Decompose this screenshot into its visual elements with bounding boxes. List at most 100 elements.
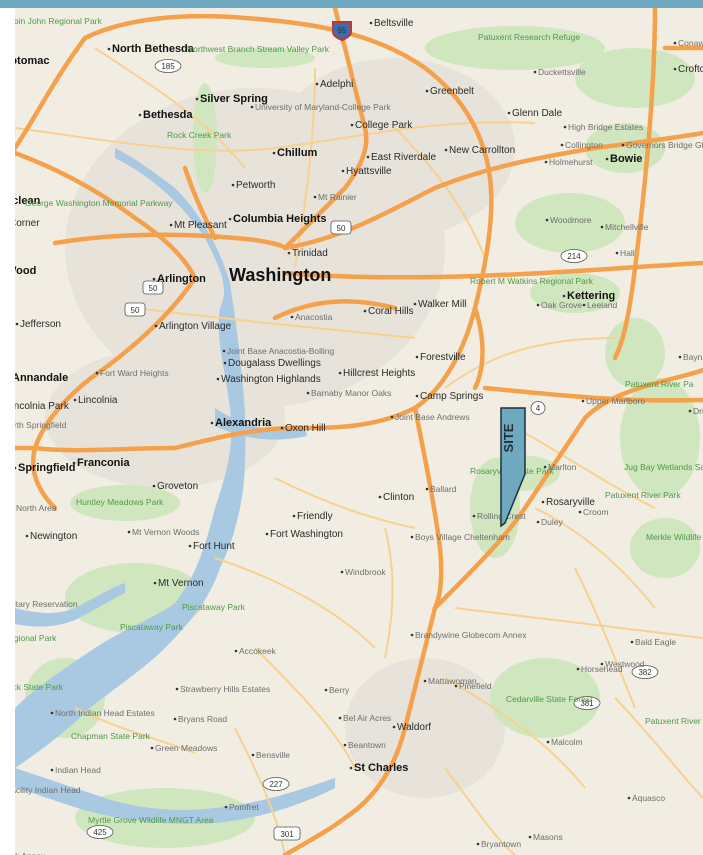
place-dot — [154, 324, 158, 328]
place-dot — [290, 315, 294, 319]
place-dot — [210, 421, 214, 425]
place-dot — [72, 461, 76, 465]
place-label: Patuxent River Park — [605, 490, 681, 500]
place-label: Chapman State Park — [71, 731, 151, 741]
place-dot — [188, 544, 192, 548]
place-dot — [150, 746, 154, 750]
place-dot — [138, 113, 142, 117]
place-dot — [528, 835, 532, 839]
place-label: Kettering — [567, 290, 615, 302]
place-label: Mt Pleasant — [174, 220, 227, 231]
place-dot — [173, 717, 177, 721]
place-label: Oak Grove — [541, 300, 582, 310]
site-marker[interactable]: SITE — [500, 407, 526, 528]
place-label: North Bethesda — [112, 43, 195, 55]
place-label: Windbrook — [345, 567, 386, 577]
place-label: Petworth — [236, 180, 275, 191]
place-dot — [350, 123, 354, 127]
place-label: Regional Park — [15, 633, 57, 643]
place-label: Dru — [693, 406, 703, 416]
place-dot — [195, 97, 199, 101]
place-label: Military Reservation — [15, 599, 78, 609]
place-label: Joint Base Anacostia-Bolling — [227, 346, 335, 356]
place-label: Robert M Watkins Regional Park — [470, 276, 594, 286]
place-label: Greenbelt — [430, 86, 474, 97]
place-dot — [545, 218, 549, 222]
route-shield: 425 — [86, 825, 114, 839]
local-roads — [15, 47, 703, 855]
place-dot — [605, 157, 609, 161]
place-label: Barnaby Manor Oaks — [311, 388, 391, 398]
route-shield: 4 — [530, 401, 546, 415]
place-dot — [546, 740, 550, 744]
place-label: Bryantown — [481, 839, 521, 849]
route-number: 50 — [131, 306, 140, 315]
place-label: Duley — [541, 517, 563, 527]
place-dot — [313, 195, 317, 199]
place-label: Jug Bay Wetlands Sa — [624, 462, 703, 472]
place-dot — [95, 371, 99, 375]
route-shield: 50 — [330, 220, 352, 235]
place-label: Rosaryville — [546, 497, 595, 508]
place-label: Cedarville State Forest — [506, 694, 593, 704]
place-label: Ballard — [430, 484, 457, 494]
place-dot — [175, 687, 179, 691]
place-label: Upper Marlboro — [586, 396, 645, 406]
route-shield: 301 — [273, 826, 301, 841]
place-dot — [127, 530, 131, 534]
place-label: Jefferson — [20, 319, 61, 330]
place-dot — [338, 716, 342, 720]
place-dot — [533, 70, 537, 74]
site-label: SITE — [501, 423, 516, 452]
place-dot — [234, 649, 238, 653]
place-dot — [536, 520, 540, 524]
site-pennant[interactable] — [500, 407, 526, 528]
place-label: George Washington Memorial Parkway — [25, 198, 173, 208]
place-dot — [228, 217, 232, 221]
place-dot — [280, 426, 284, 430]
route-number: 185 — [161, 62, 175, 71]
place-label: Mattawoman — [428, 676, 477, 686]
place-dot — [153, 581, 157, 585]
route-number: 50 — [337, 224, 346, 233]
place-label: Pinefield — [459, 681, 492, 691]
place-label: Boys Village Cheltenham — [415, 532, 510, 542]
place-dot — [544, 160, 548, 164]
place-dot — [324, 688, 328, 692]
place-label: Conawa — [678, 38, 703, 48]
place-label: College Park — [355, 120, 413, 131]
place-dot — [678, 355, 682, 359]
place-label: Patuxent River Pa — [625, 379, 694, 389]
place-dot — [688, 409, 692, 413]
place-dot — [472, 514, 476, 518]
place-label: Huntley Meadows Park — [76, 497, 164, 507]
highways — [15, 8, 703, 855]
place-dot — [315, 82, 319, 86]
place-label: Duckettsville — [538, 67, 586, 77]
place-label: Croom — [583, 507, 609, 517]
route-shield: 50 — [124, 302, 146, 317]
place-label: East Riverdale — [371, 152, 436, 163]
route-shield: 214 — [560, 249, 588, 263]
place-label: Bethesda — [143, 109, 193, 121]
place-label: Merkle Wildlife Sanctu — [646, 532, 703, 542]
place-label: High Bridge Estates — [568, 122, 643, 132]
place-dot — [222, 349, 226, 353]
place-dot — [50, 711, 54, 715]
place-dot — [224, 805, 228, 809]
place-label: Trinidad — [292, 248, 328, 259]
park-areas — [25, 26, 700, 848]
place-dot — [673, 67, 677, 71]
route-number: 95 — [338, 26, 347, 35]
place-label: Brandywine Globecom Annex — [415, 630, 527, 640]
route-shield: 227 — [262, 777, 290, 791]
place-dot — [216, 377, 220, 381]
place-dot — [536, 303, 540, 307]
route-shield: 50 — [142, 280, 164, 295]
place-dot — [306, 391, 310, 395]
place-dot — [50, 768, 54, 772]
place-dot — [454, 684, 458, 688]
